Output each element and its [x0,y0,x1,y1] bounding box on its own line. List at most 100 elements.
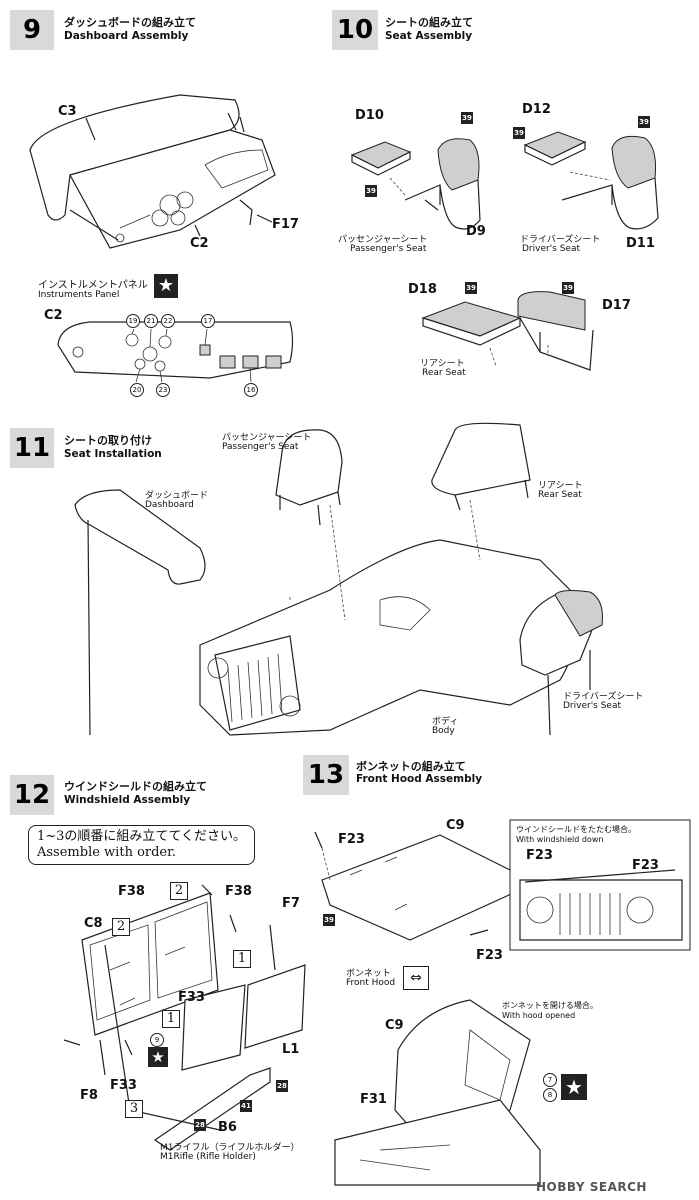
decal-17: 17 [201,314,215,328]
decal-8: 8 [543,1088,557,1102]
decal-16: 16 [244,383,258,397]
part-label-d9: D9 [466,224,486,239]
dashboard-install-en: Dashboard [145,500,194,510]
rear-seat-label-en: Rear Seat [422,368,466,378]
driver-seat-label-jp: ドライバーズシート [520,235,601,245]
decal-badge-41: 41 [240,1100,252,1112]
step-9-title-en: Dashboard Assembly [64,30,189,42]
step-13-number: 13 [303,755,349,795]
windshield-down-label-jp: ウインドシールドをたたむ場合。 [516,825,636,834]
decal-badge-39: 39 [461,112,473,124]
part-label-f23-top: F23 [338,832,365,847]
step-12-title-jp: ウインドシールドの組み立て [64,780,207,793]
driver-seat-install-en: Driver's Seat [563,701,622,711]
step-13-title-jp: ボンネットの組み立て [356,760,466,773]
part-label-d10: D10 [355,108,384,123]
decal-badge-39: 39 [562,282,574,294]
part-label-d12: D12 [522,102,551,117]
decal-19: 19 [126,314,140,328]
decal-23: 23 [156,383,170,397]
part-label-d18: D18 [408,282,437,297]
rear-seat-install-en: Rear Seat [538,490,582,500]
instruments-panel-title-jp: インストルメントパネル [38,280,148,291]
decal-badge-28: 28 [194,1119,206,1131]
order-3-marker: 3 [125,1100,143,1118]
hood-opened-label-jp: ボンネットを開ける場合。 [502,1001,598,1010]
part-label-f38-left: F38 [118,884,145,899]
order-2-marker: 2 [112,918,130,936]
part-label-f31: F31 [360,1092,387,1107]
part-label-c9-opened: C9 [385,1018,404,1033]
star-decal-icon: ★ [561,1074,587,1100]
decal-badge-39: 39 [323,914,335,926]
assembly-order-note: 1~3の順番に組み立ててください。 Assemble with order. [28,825,256,865]
part-label-f38-right: F38 [225,884,252,899]
watermark-logo: HOBBY SEARCH [536,1180,647,1194]
decal-badge-39: 39 [513,127,525,139]
order-2-marker: 2 [170,882,188,900]
part-label-f33-top: F33 [178,990,205,1005]
part-label-l1: L1 [282,1042,300,1057]
step-11-number: 11 [10,428,54,468]
step-11-title-en: Seat Installation [64,448,162,460]
part-label-f17: F17 [272,217,299,232]
jeep-body-drawing [74,422,603,736]
decal-badge-28: 28 [276,1080,288,1092]
step-10-title-en: Seat Assembly [385,30,473,42]
decal-20: 20 [130,383,144,397]
instruments-panel-title-en: Instruments Panel [38,290,120,300]
part-label-d11: D11 [626,236,655,251]
part-label-f8: F8 [80,1088,98,1103]
part-label-f33-bottom: F33 [110,1078,137,1093]
step-9-number: 9 [10,10,54,50]
order-1-marker: 1 [162,1010,180,1028]
passenger-seat-label-jp: パッセンジャーシート [338,235,428,245]
seat-assembly-drawing [350,131,659,371]
part-label-f23-inset-right: F23 [632,858,659,873]
decal-badge-39: 39 [638,116,650,128]
hood-opened-label-en: With hood opened [502,1011,576,1020]
decal-9: 9 [150,1033,164,1047]
body-label-en: Body [432,726,455,736]
star-decal-icon: ★ [154,274,178,298]
star-decal-icon: ★ [148,1047,168,1067]
swap-arrows-icon: ⇔ [403,966,429,990]
front-hood-label-jp: ボンネット [346,969,391,979]
step-13-title-en: Front Hood Assembly [356,773,483,785]
decal-22: 22 [161,314,175,328]
assembly-order-note-jp: 1~3の順番に組み立ててください。 [37,829,247,844]
rifle-holder-label-jp: M1ライフル（ライフルホルダー） [160,1143,300,1153]
rear-seat-install-jp: リアシート [538,481,583,491]
part-label-d17: D17 [602,298,631,313]
dashboard-install-jp: ダッシュボード [145,491,209,501]
part-label-f23-bottom: F23 [476,948,503,963]
hood-drawing [314,819,691,1186]
decal-badge-39: 39 [365,185,377,197]
decal-21: 21 [144,314,158,328]
front-hood-label-en: Front Hood [346,978,396,988]
part-label-f23-inset-left: F23 [526,848,553,863]
step-9-title-jp: ダッシュボードの組み立て [64,16,196,29]
step-10-title-jp: シートの組み立て [385,16,473,29]
part-label-c9: C9 [446,818,465,833]
windshield-down-label-en: With windshield down [516,835,604,844]
decal-badge-39: 39 [465,282,477,294]
step-11-title-jp: シートの取り付け [64,434,152,447]
instruments-c2-label: C2 [44,308,63,323]
rear-seat-label-jp: リアシート [420,359,465,369]
step-12-title-en: Windshield Assembly [64,794,191,806]
assembly-order-note-en: Assemble with order. [37,845,177,860]
passenger-seat-label-en: Passenger's Seat [350,244,427,254]
passenger-seat-install-en: Passenger's Seat [222,442,299,452]
decal-7: 7 [543,1073,557,1087]
driver-seat-label-en: Driver's Seat [522,244,581,254]
part-label-c2: C2 [190,236,209,251]
order-1-marker: 1 [233,950,251,968]
dashboard-drawing [29,94,276,249]
passenger-seat-install-jp: パッセンジャーシート [222,433,312,443]
part-label-f7: F7 [282,896,300,911]
driver-seat-install-jp: ドライバーズシート [563,692,644,702]
part-label-c3: C3 [58,104,77,119]
step-10-number: 10 [332,10,378,50]
